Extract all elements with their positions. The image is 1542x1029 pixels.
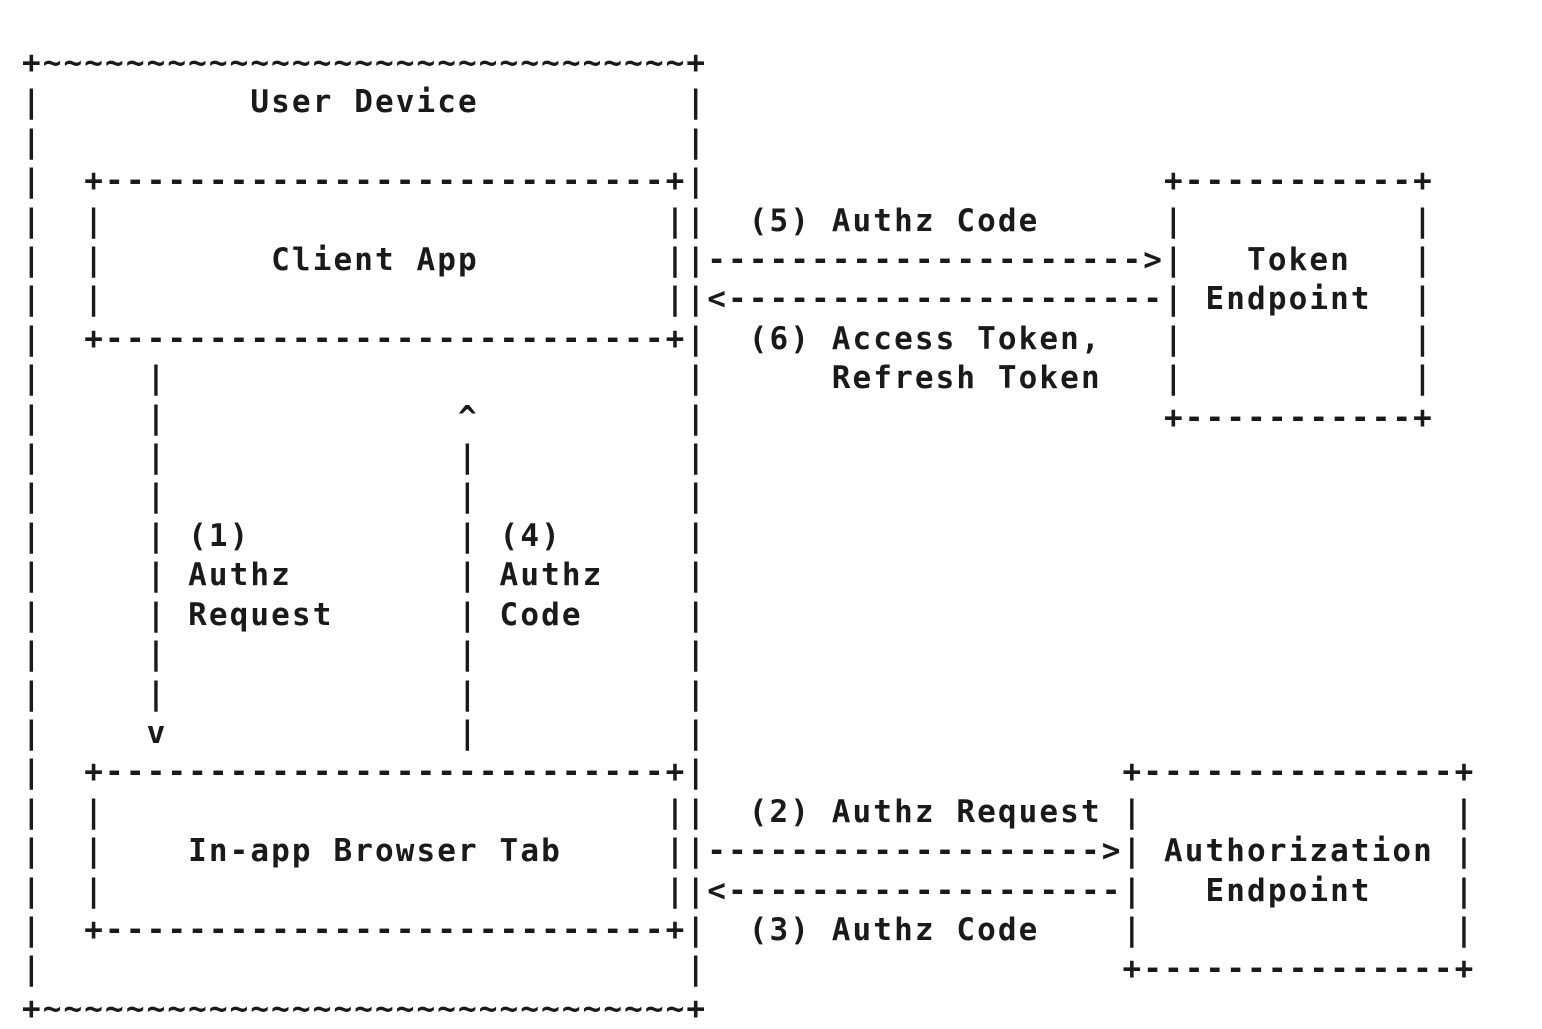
oauth-native-app-flow-ascii-diagram: +~~~~~~~~~~~~~~~~~~~~~~~~~~~~~~~+ | User…: [22, 45, 1476, 1027]
